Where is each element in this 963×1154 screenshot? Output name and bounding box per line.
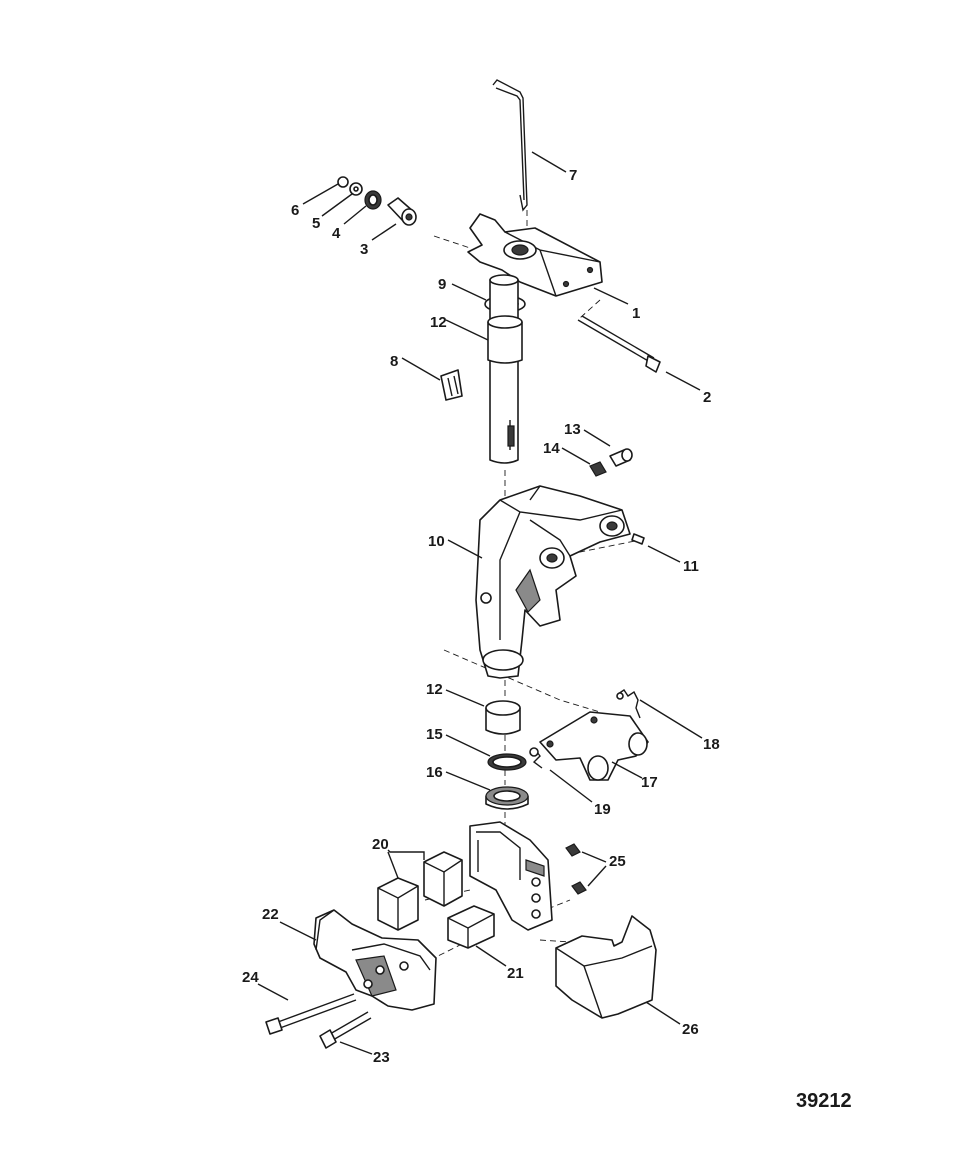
shaft-bushing-part-12 (487, 315, 523, 364)
block-part-21 (447, 905, 495, 949)
callout-1: 1 (632, 305, 640, 322)
link-rod-part-7 (492, 79, 528, 212)
nut-part-25-upper (565, 843, 581, 857)
long-bolt-part-2 (577, 315, 661, 373)
callout-24: 24 (242, 969, 259, 986)
clamp-bracket-part-22 (313, 909, 437, 1011)
callout-11: 11 (683, 558, 699, 575)
callout-2: 2 (703, 389, 711, 406)
seal-part-16 (485, 786, 529, 810)
nut-part-25-lower (571, 881, 587, 895)
diagram-reference-number: 39212 (796, 1090, 852, 1112)
spring-part-19 (529, 747, 543, 769)
callout-18: 18 (703, 736, 720, 753)
callout-22: 22 (262, 906, 279, 923)
screw-part-13 (609, 448, 633, 467)
callout-23: 23 (373, 1049, 390, 1066)
callout-3: 3 (360, 241, 368, 258)
callout-16: 16 (426, 764, 443, 781)
bolt-part-6 (337, 176, 349, 188)
callout-10: 10 (428, 533, 445, 550)
callout-6: 6 (291, 202, 299, 219)
callout-25: 25 (609, 853, 626, 870)
tilt-lock-lever-part-17 (539, 711, 649, 781)
o-ring-part-15 (487, 753, 527, 771)
callouts: 1 2 3 4 5 6 7 8 9 10 11 12 13 14 12 15 1… (242, 167, 720, 1066)
callout-12-lower: 12 (426, 681, 443, 698)
callout-9: 9 (438, 276, 446, 293)
callout-21: 21 (507, 965, 524, 982)
steering-shaft (489, 274, 519, 464)
leader-lines (257, 151, 703, 1055)
nut-part-14 (589, 461, 607, 477)
washer-part-5 (349, 182, 363, 196)
spring-part-18 (616, 689, 641, 719)
swivel-bracket-part-10 (475, 485, 631, 679)
bolt-part-23 (319, 1011, 372, 1049)
stern-bracket-center (469, 821, 553, 931)
bushing-part-3 (387, 197, 417, 226)
rubber-pad-part-20-right (423, 851, 463, 907)
lock-ring-part-4 (364, 190, 382, 210)
callout-19: 19 (594, 801, 611, 818)
cover-part-26 (555, 915, 657, 1019)
callout-4: 4 (332, 225, 341, 242)
pin-part-11 (631, 533, 645, 545)
bolt-part-24 (265, 993, 357, 1035)
callout-15: 15 (426, 726, 443, 743)
callout-7: 7 (569, 167, 577, 184)
callout-12-upper: 12 (430, 314, 447, 331)
callout-17: 17 (641, 774, 658, 791)
callout-8: 8 (390, 353, 398, 370)
rubber-pad-part-20-left (377, 877, 419, 931)
callout-14: 14 (543, 440, 560, 457)
callout-5: 5 (312, 215, 320, 232)
steering-bracket-part-1 (467, 213, 603, 297)
lower-bushing-part-12 (485, 700, 521, 735)
callout-13: 13 (564, 421, 581, 438)
clip-part-8 (440, 369, 463, 401)
callout-26: 26 (682, 1021, 699, 1038)
callout-20: 20 (372, 836, 389, 853)
